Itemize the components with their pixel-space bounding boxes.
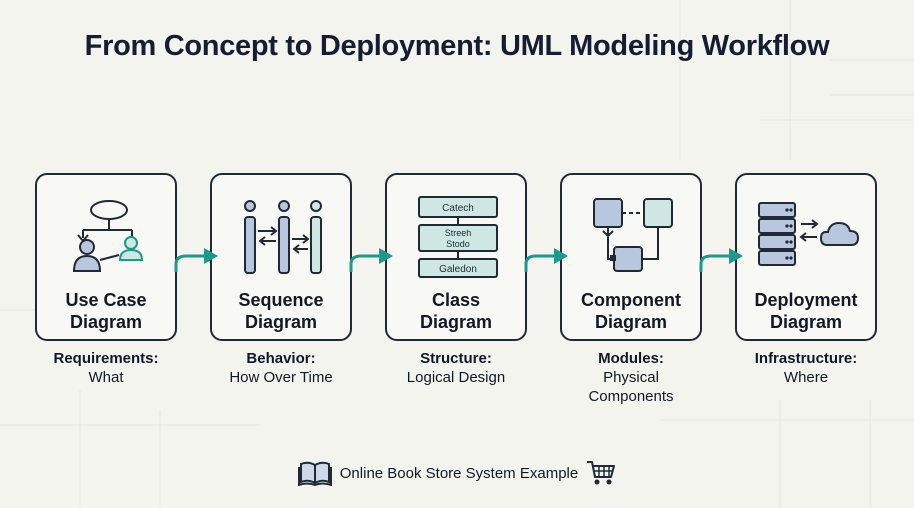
step-caption: Structure: Logical Design [376, 349, 536, 387]
connector-arrow [349, 248, 393, 272]
connector-arrow [699, 248, 743, 272]
connector-arrow [174, 248, 218, 272]
class-diagram-card: Catech Streeh Stodo Galedon Class Diagra… [385, 173, 527, 341]
class-box-label: Galedon [439, 264, 477, 275]
footer-text: Online Book Store System Example [339, 464, 579, 482]
caption-heading: Behavior: [246, 350, 316, 367]
sequence-icon [244, 200, 322, 274]
step-caption: Modules: Physical Components [551, 349, 711, 406]
card-title: Sequence Diagram [238, 290, 324, 332]
step-caption: Behavior: How Over Time [201, 349, 361, 387]
component-icon [593, 198, 673, 272]
step-caption: Requirements: What [26, 349, 186, 387]
sequence-diagram-card: Sequence Diagram [210, 173, 352, 341]
card-title: Class Diagram [419, 290, 493, 332]
class-box-label: Stodo [446, 239, 470, 249]
deployment-icon [758, 202, 860, 266]
page-title: From Concept to Deployment: UML Modeling… [84, 30, 830, 62]
caption-body: What [88, 369, 124, 386]
connector-arrow [524, 248, 568, 272]
step-caption: Infrastructure: Where [726, 349, 886, 387]
caption-body: How Over Time [229, 369, 333, 386]
class-icon: Catech Streeh Stodo Galedon [418, 196, 498, 278]
footer: Online Book Store System Example [0, 458, 914, 488]
caption-body: Logical Design [406, 369, 506, 386]
caption-heading: Structure: [420, 350, 492, 367]
class-box-label: Streeh [445, 228, 472, 238]
component-diagram-card: Component Diagram [560, 173, 702, 341]
use-case-icon [72, 200, 144, 272]
deployment-diagram-card: Deployment Diagram [735, 173, 877, 341]
shopping-cart-icon [587, 461, 616, 485]
caption-heading: Modules: [598, 350, 664, 367]
class-box-label: Catech [442, 203, 474, 214]
caption-heading: Infrastructure: [754, 350, 858, 367]
card-title: Deployment Diagram [754, 290, 858, 332]
caption-body: Physical Components [588, 369, 674, 405]
card-title: Component Diagram [581, 290, 681, 332]
use-case-diagram-card: Use Case Diagram [35, 173, 177, 341]
caption-body: Where [783, 369, 829, 386]
caption-heading: Requirements: [53, 350, 159, 367]
card-title: Use Case Diagram [65, 290, 147, 332]
book-icon [297, 461, 332, 486]
